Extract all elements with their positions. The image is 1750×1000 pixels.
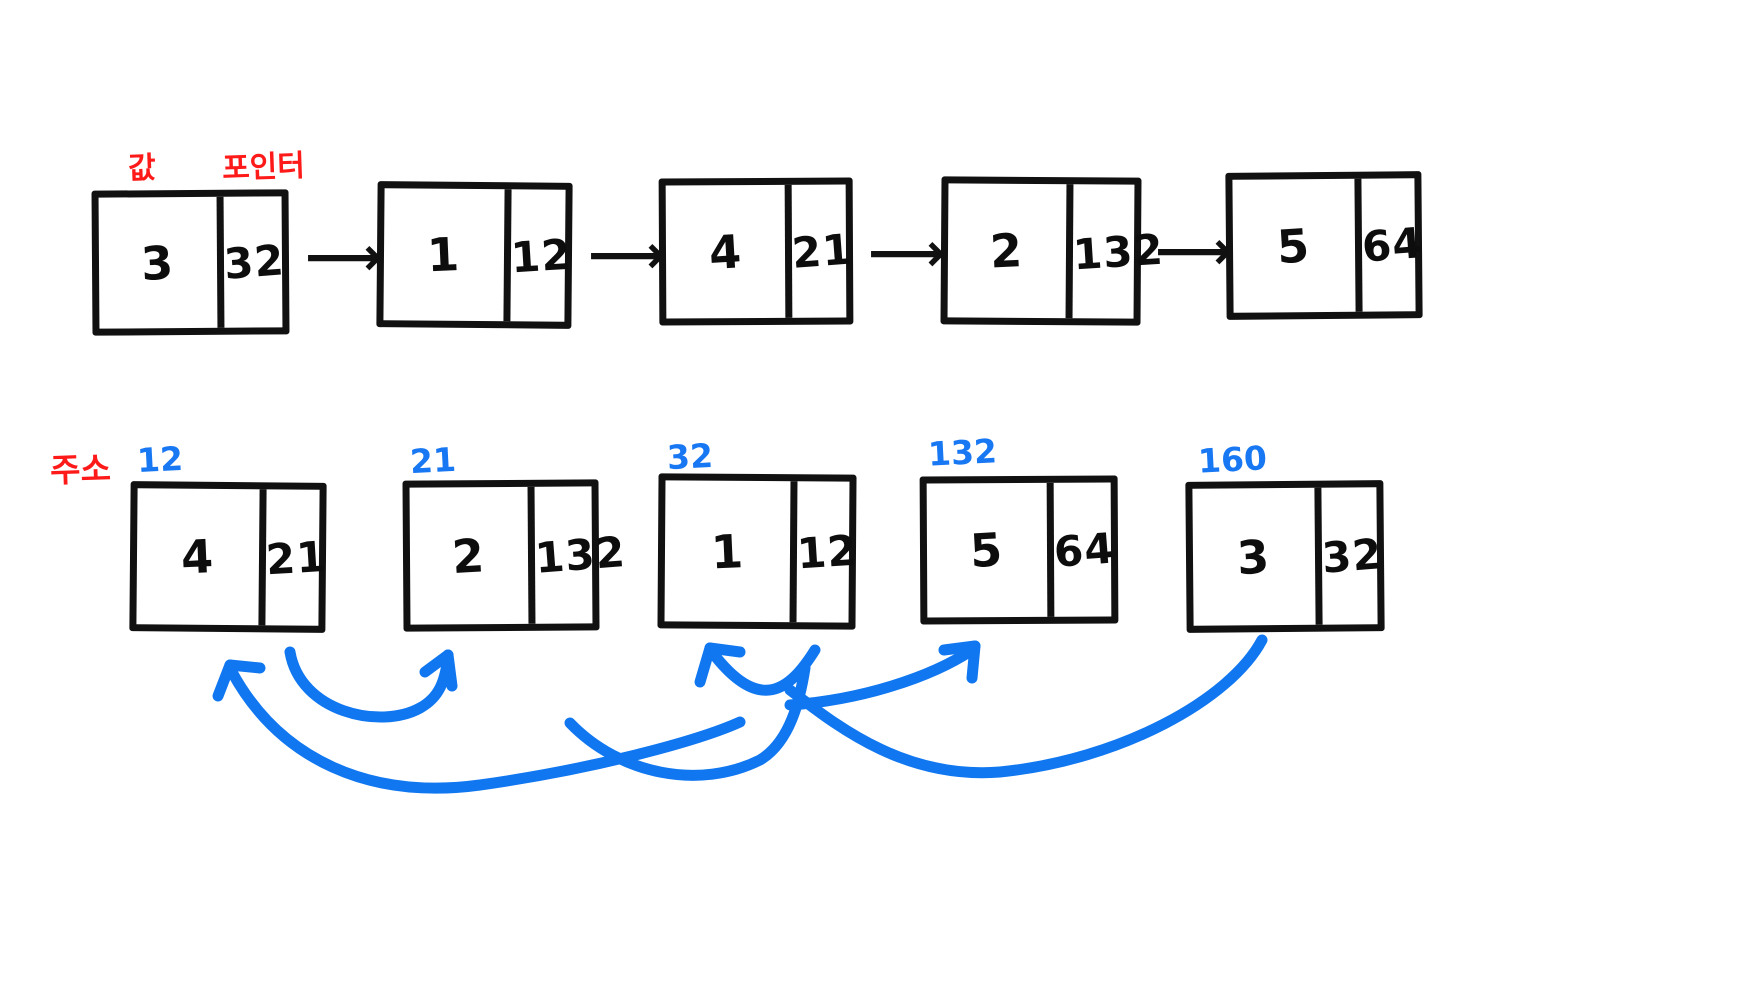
memory-node-5-pointer-cell: 32 [1314, 487, 1385, 625]
logical-node-1-value: 3 [139, 234, 177, 291]
memory-node-5-value-cell: 3 [1192, 488, 1315, 626]
logical-node-3-pointer: 21 [790, 224, 855, 278]
logical-node-5-pointer: 64 [1360, 218, 1425, 272]
logical-node-4-value: 2 [989, 223, 1025, 279]
pointer-arc-21-to-132-head-a [419, 649, 454, 678]
legend-value-label: 값 [127, 150, 157, 187]
memory-node-5-pointer: 32 [1320, 529, 1385, 583]
memory-node-4-pointer-cell: 64 [1046, 482, 1117, 617]
pointer-arc-21-to-132-head-b [442, 649, 458, 692]
logical-link-arrow-3: ⟶ [868, 221, 946, 284]
logical-node-1: 3 32 [91, 189, 290, 336]
logical-node-4-value-cell: 2 [948, 183, 1067, 318]
pointer-arc-into-132-head-a [938, 640, 981, 656]
logical-node-3: 4 21 [658, 177, 855, 326]
pointer-arc-into-132 [784, 644, 978, 711]
legend-pointer-label: 포인터 [221, 148, 306, 187]
logical-node-4-pointer-cell: 132 [1065, 184, 1166, 319]
memory-node-2-value: 2 [450, 527, 488, 584]
logical-link-arrow-4: ⟶ [1155, 219, 1233, 282]
memory-node-1-pointer-cell: 21 [258, 489, 328, 626]
memory-node-3-pointer-cell: 12 [789, 481, 859, 623]
memory-node-3: 1 12 [657, 473, 859, 630]
logical-node-3-pointer-cell: 21 [784, 184, 855, 318]
logical-link-arrow-1: ⟶ [305, 225, 383, 288]
memory-node-3-value: 1 [709, 523, 746, 580]
logical-node-5-pointer-cell: 64 [1354, 178, 1425, 312]
memory-node-3-pointer: 12 [795, 525, 859, 579]
logical-node-1-pointer-cell: 32 [216, 196, 287, 328]
logical-node-5-value-cell: 5 [1232, 179, 1355, 313]
memory-node-4-address: 132 [927, 431, 998, 474]
pointer-arc-132-to-21 [564, 662, 811, 781]
memory-node-2: 2 132 [402, 479, 627, 632]
memory-node-5: 3 32 [1185, 480, 1385, 633]
logical-node-1-value-cell: 3 [99, 197, 218, 329]
pointer-arc-into-32-head-b [704, 642, 746, 658]
logical-node-2-pointer: 12 [509, 229, 573, 282]
pointer-arc-into-132-head-b [966, 640, 981, 684]
memory-node-2-address: 21 [409, 439, 457, 482]
memory-node-1-address: 12 [136, 438, 184, 481]
logical-node-3-value: 4 [707, 223, 744, 280]
memory-node-1-value-cell: 4 [136, 488, 259, 625]
memory-node-3-address: 32 [666, 435, 714, 478]
memory-node-4-value: 5 [968, 522, 1006, 579]
logical-node-2-pointer-cell: 12 [503, 189, 573, 322]
memory-node-2-value-cell: 2 [410, 487, 529, 625]
pointer-arc-32-to-12-head-a [212, 659, 236, 702]
memory-node-2-pointer-cell: 132 [527, 486, 628, 624]
logical-node-2: 1 12 [376, 181, 573, 329]
legend-address-label: 주소 [49, 448, 112, 491]
memory-node-1-value: 4 [180, 529, 216, 585]
memory-node-2-pointer: 132 [533, 527, 628, 583]
pointer-arc-32-to-12 [226, 666, 746, 794]
logical-node-4-pointer: 132 [1071, 224, 1166, 279]
memory-node-1: 4 21 [129, 481, 328, 633]
logical-node-3-value-cell: 4 [666, 185, 786, 319]
memory-node-1-pointer: 21 [264, 531, 328, 584]
logical-node-2-value: 1 [426, 227, 462, 283]
memory-node-4-value-cell: 5 [927, 483, 1048, 618]
logical-node-5-value: 5 [1275, 217, 1313, 274]
logical-node-1-pointer: 32 [222, 235, 287, 289]
logical-node-4: 2 132 [940, 176, 1165, 326]
logical-node-2-value-cell: 1 [383, 188, 504, 321]
logical-link-arrow-2: ⟶ [588, 223, 666, 286]
pointer-arc-160-to-132 [784, 634, 1268, 779]
pointer-arc-into-32 [706, 644, 821, 696]
pointer-arc-32-to-12-head-b [224, 659, 266, 674]
memory-node-5-address: 160 [1197, 438, 1268, 481]
memory-node-3-value-cell: 1 [665, 480, 791, 622]
pointer-arc-into-32-head-a [694, 642, 716, 688]
memory-node-4-pointer: 64 [1052, 522, 1117, 577]
logical-node-5: 5 64 [1225, 171, 1425, 320]
pointer-arc-21-to-132 [284, 646, 454, 723]
memory-node-4: 5 64 [919, 475, 1119, 625]
memory-node-5-value: 3 [1235, 528, 1273, 585]
